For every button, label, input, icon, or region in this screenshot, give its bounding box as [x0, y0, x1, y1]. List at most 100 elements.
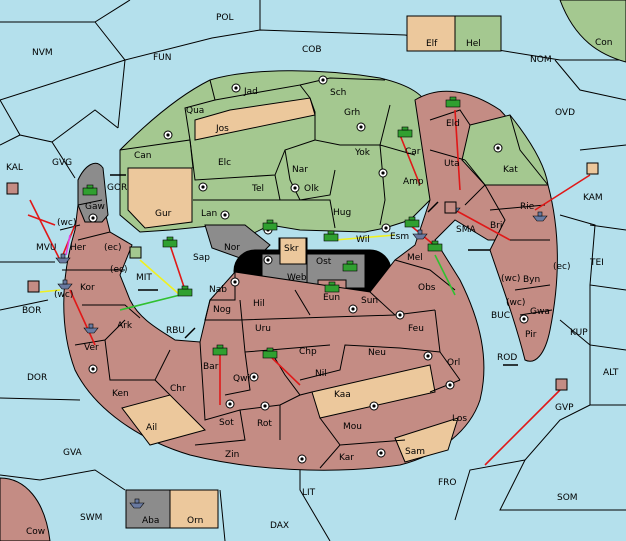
army-unit	[324, 281, 340, 293]
sea-label-ovd: OVD	[555, 108, 575, 118]
legend-label-orn: Orn	[187, 516, 203, 526]
sea-label-sma: SMA	[456, 225, 476, 235]
land-label: Hil	[253, 299, 265, 309]
sea-label-bor: BOR	[22, 306, 41, 316]
land-label: Qua	[186, 106, 204, 116]
army-unit	[82, 184, 98, 196]
home-marker	[586, 162, 599, 175]
sea-label-nvm: NVM	[32, 48, 53, 58]
land-label: Nab	[209, 285, 227, 295]
convoy-arrow	[65, 234, 71, 256]
sea-label-som: SOM	[557, 493, 578, 503]
continent	[63, 70, 558, 471]
supply-center	[231, 83, 241, 93]
support-arrow	[119, 294, 181, 311]
land-label: Hug	[333, 208, 351, 218]
coast-label: (wc)	[57, 218, 76, 228]
sea-label-rod: ROD	[497, 353, 517, 363]
unit-markers	[6, 162, 599, 391]
land-labels: Jad Sch Qua Jos Grh Eld Can Elc Nar Yok …	[36, 87, 550, 463]
move-arrow	[399, 134, 421, 186]
sea-links	[110, 174, 518, 366]
land-label: Nor	[224, 243, 240, 253]
supply-center	[260, 401, 270, 411]
support-arrow	[39, 289, 61, 293]
supply-center	[376, 448, 386, 458]
land-label: Los	[452, 414, 467, 424]
supply-center	[220, 210, 230, 220]
supply-center	[423, 351, 433, 361]
move-arrow	[69, 289, 96, 346]
orders	[27, 109, 591, 466]
fleet-unit	[83, 323, 99, 334]
land-label: Nil	[315, 369, 327, 379]
move-arrow	[534, 174, 591, 211]
land-label: Esm	[390, 232, 409, 242]
supply-center	[88, 364, 98, 374]
sea-label-dor: DOR	[27, 373, 47, 383]
move-arrow	[271, 357, 301, 386]
supply-center	[163, 130, 173, 140]
army-unit	[404, 216, 420, 228]
sea-label-kal: KAL	[6, 163, 23, 173]
land-label: Tel	[251, 184, 264, 194]
sea-label-alt: ALT	[603, 368, 619, 378]
land-label: Qwi	[233, 374, 250, 384]
land-label: Yok	[354, 148, 371, 158]
sea-label-kam: KAM	[583, 193, 603, 203]
land-label: Rie	[520, 202, 535, 212]
land-label: Eun	[323, 293, 340, 303]
legend-hel	[454, 15, 502, 52]
land-label: Mel	[407, 253, 423, 263]
supply-center	[225, 399, 235, 409]
sea-label-buc: BUC	[491, 311, 510, 321]
move-arrow	[484, 389, 561, 466]
legend-elf	[406, 15, 456, 52]
army-unit	[162, 236, 178, 248]
land-label: Wil	[356, 235, 370, 245]
land-label: MVU	[36, 243, 57, 253]
supply-center	[230, 277, 240, 287]
supply-center	[297, 454, 307, 464]
sea-label-mit: MIT	[136, 273, 152, 283]
sea-label-kup: KUP	[570, 328, 588, 338]
fleet-unit	[532, 211, 548, 222]
fleet-unit	[55, 253, 71, 264]
home-marker	[27, 280, 40, 293]
army-unit	[323, 230, 339, 242]
land-label: Skr	[284, 244, 299, 254]
fleet-unit	[412, 229, 428, 240]
land-label: Can	[134, 151, 152, 161]
land-label: Ost	[316, 257, 332, 267]
land-label: Kat	[503, 165, 518, 175]
legend-label-elf: Elf	[426, 39, 438, 49]
land-label: Olk	[304, 184, 320, 194]
land-label: Kar	[339, 453, 354, 463]
coast-labels: (wc) (ec) (ec) (wc) (ec) (wc) (wc)	[54, 218, 571, 308]
fleet-unit	[57, 279, 73, 290]
supply-center	[369, 401, 379, 411]
land-label: Elc	[218, 158, 231, 168]
home-marker	[444, 201, 457, 214]
land-label: Her	[70, 243, 86, 253]
sea-label-gvp: GVP	[555, 403, 574, 413]
supply-center	[290, 183, 300, 193]
fleet-unit	[129, 498, 145, 509]
sea-label-gor: GOR	[107, 183, 127, 193]
army-unit	[397, 126, 413, 138]
sea-label-cob: COB	[302, 45, 322, 55]
land-label: Grh	[344, 108, 360, 118]
land-label: Uta	[444, 159, 460, 169]
land-label: Sot	[219, 418, 234, 428]
army-unit	[445, 96, 461, 108]
sea-label-nom: NOM	[530, 55, 552, 65]
province-boundaries	[59, 77, 553, 469]
move-arrow	[169, 244, 186, 291]
land-label: Nar	[292, 165, 308, 175]
coast-label: (ec)	[110, 265, 128, 275]
sea-label-swm: SWM	[80, 513, 102, 523]
land-label: Bri	[490, 221, 502, 231]
supply-center	[356, 122, 366, 132]
land-label: Pir	[525, 330, 537, 340]
